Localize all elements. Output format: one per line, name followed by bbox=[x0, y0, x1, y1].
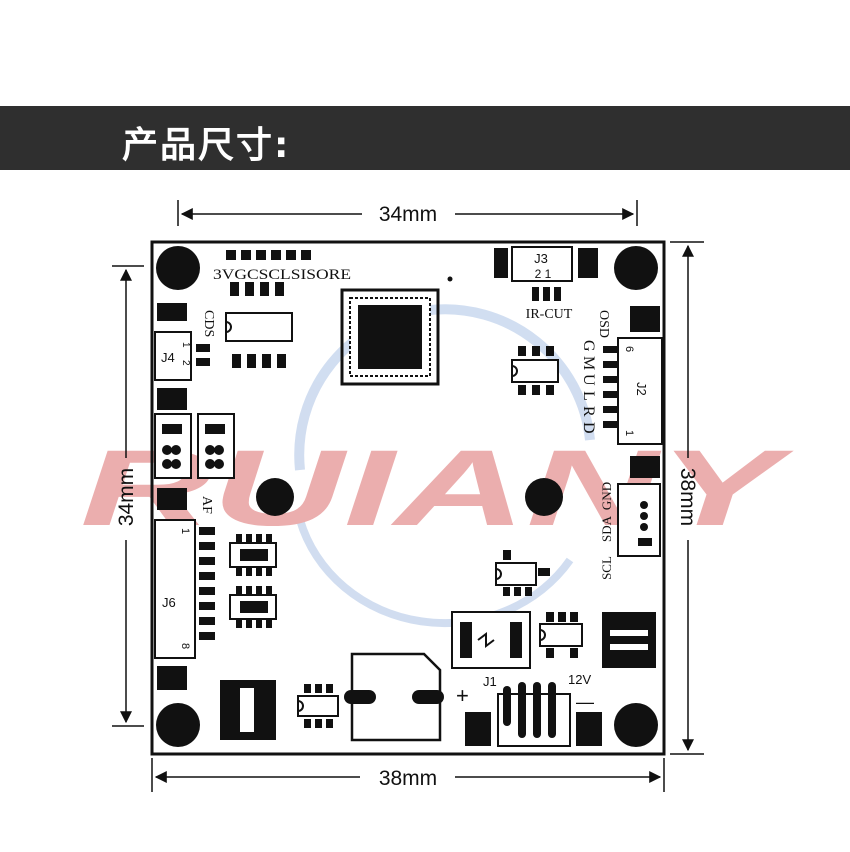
j2-pin-bottom: 1 bbox=[623, 430, 635, 436]
pad bbox=[630, 456, 660, 478]
mounting-hole-bottom-right bbox=[614, 703, 658, 747]
j4-connector: J4 1 2 bbox=[154, 331, 210, 381]
i2c-scl-label: SCL bbox=[599, 556, 614, 580]
mounting-hole-top-right bbox=[614, 246, 658, 290]
j4-pin2: 2 bbox=[180, 360, 191, 366]
pcb-outline bbox=[150, 240, 666, 756]
j6-pin-top: 1 bbox=[179, 528, 191, 534]
j1-power-connector: J1 12V — bbox=[465, 672, 602, 747]
ir-cut-label: IR-CUT bbox=[526, 307, 573, 322]
filter-component bbox=[451, 611, 531, 669]
sot-ic-middle bbox=[495, 550, 550, 596]
osd-label: OSD bbox=[596, 310, 611, 338]
dimension-right: 38mm bbox=[670, 241, 704, 755]
title-banner: 产品尺寸: bbox=[0, 106, 850, 170]
j2-signal-l: L bbox=[580, 391, 597, 401]
j3-name: J3 bbox=[534, 251, 548, 266]
dimension-left-label: 34mm bbox=[115, 468, 138, 526]
j2-pin-top: 6 bbox=[623, 346, 635, 352]
j2-connector: OSD 6 J2 1 G M U L R D bbox=[580, 306, 663, 445]
pad bbox=[157, 488, 187, 510]
j3-connector: J3 2 1 IR-CUT bbox=[494, 246, 598, 322]
dimension-top-label: 34mm bbox=[379, 203, 437, 226]
dimension-right-label: 38mm bbox=[676, 468, 699, 526]
pin1-dot bbox=[447, 276, 453, 282]
j6-name: J6 bbox=[162, 595, 176, 610]
j2-signal-d: D bbox=[580, 422, 597, 434]
driver-ic-top bbox=[229, 534, 277, 576]
inductor bbox=[602, 612, 656, 668]
page-title: 产品尺寸: bbox=[122, 125, 291, 166]
mounting-hole-bottom-left bbox=[156, 703, 200, 747]
lens-hole-right bbox=[525, 478, 563, 516]
i2c-connector: SDA SCL GND bbox=[599, 482, 661, 580]
j1-voltage: 12V bbox=[568, 672, 591, 687]
j2-name: J2 bbox=[634, 382, 649, 396]
pad bbox=[157, 388, 187, 410]
watermark-arc-lower bbox=[296, 518, 574, 628]
j6-pin-bottom: 8 bbox=[179, 643, 191, 649]
j1-minus: — bbox=[576, 692, 594, 712]
j4-name: J4 bbox=[161, 350, 175, 365]
cap-plus-label: + bbox=[456, 683, 469, 708]
sot-ic-top bbox=[511, 346, 559, 395]
driver-ic-bottom bbox=[229, 586, 277, 628]
cds-sensor: CDS bbox=[157, 303, 293, 368]
mounting-hole-top-left bbox=[156, 246, 200, 290]
i2c-sda-label: SDA bbox=[599, 515, 614, 542]
dimension-bottom: 38mm bbox=[151, 758, 665, 792]
power-inductor bbox=[220, 680, 276, 740]
j6-connector: AF 1 J6 8 bbox=[154, 496, 215, 659]
electrolytic-capacitor: + bbox=[344, 652, 469, 742]
dimension-left: 34mm bbox=[112, 265, 144, 727]
main-chip bbox=[340, 288, 440, 386]
j1-name: J1 bbox=[483, 674, 497, 689]
j4-pin1: 1 bbox=[180, 342, 191, 348]
j2-signal-u: U bbox=[580, 374, 597, 386]
af-label: AF bbox=[199, 496, 214, 514]
sot-ic-bottom bbox=[297, 684, 339, 728]
lens-hole-left bbox=[256, 478, 294, 516]
dimension-bottom-label: 38mm bbox=[379, 767, 437, 790]
left-connector-b bbox=[197, 413, 235, 479]
pad bbox=[157, 666, 187, 690]
top-pin-header bbox=[226, 250, 311, 296]
i2c-gnd-label: GND bbox=[599, 482, 614, 510]
j2-signal-r: R bbox=[580, 406, 597, 417]
pin-header-label: 3VGCSCLSISORE bbox=[213, 267, 351, 283]
left-connector-a bbox=[154, 413, 192, 479]
j2-signal-g: G bbox=[580, 340, 597, 352]
j3-pins: 2 1 bbox=[535, 267, 552, 281]
dimension-top: 34mm bbox=[177, 200, 638, 226]
cds-label: CDS bbox=[201, 310, 216, 337]
sot-ic-right bbox=[539, 612, 583, 658]
j2-signal-m: M bbox=[580, 356, 597, 370]
